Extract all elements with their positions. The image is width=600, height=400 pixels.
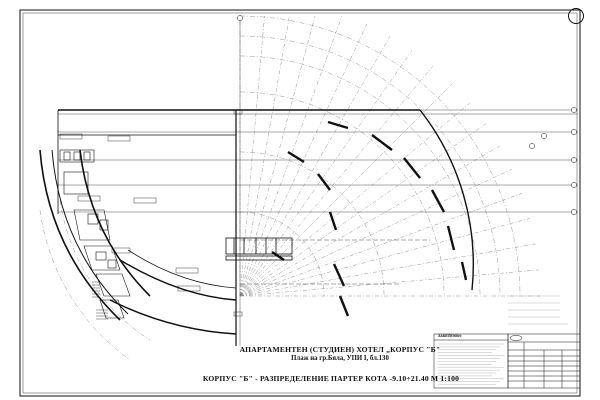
concentric-grid-arcs xyxy=(39,15,521,361)
horizontal-grid-lines xyxy=(58,109,578,285)
radial-grid-line xyxy=(239,15,316,297)
radial-grid-line xyxy=(239,103,470,297)
radial-grid-line xyxy=(239,193,522,297)
stamp-text xyxy=(504,291,584,331)
title-block xyxy=(507,333,581,389)
building-walls xyxy=(39,109,475,335)
notes-text-lines xyxy=(438,343,504,385)
radial-grid-line xyxy=(239,15,290,297)
approval-stamp xyxy=(508,295,568,325)
structural-columns xyxy=(271,120,468,317)
notes-heading: ЗАБЕЛЕЖКИ: xyxy=(438,334,462,338)
radial-grid-line xyxy=(239,145,500,297)
radial-grid-line xyxy=(239,218,530,297)
radial-grid-line xyxy=(239,83,453,297)
central-core-block xyxy=(225,237,293,261)
radial-grid-line xyxy=(239,66,433,297)
radial-grid-line xyxy=(239,123,486,297)
stair-hatching xyxy=(92,281,108,320)
drawing-sheet-title: КОРПУС "Б" - РАЗПРЕДЕЛЕНИЕ ПАРТЕР КОТА -… xyxy=(202,374,460,383)
sheet-border xyxy=(19,9,581,397)
room-tags xyxy=(59,109,243,317)
radial-grid-line xyxy=(239,50,413,297)
grid-axis-markers xyxy=(237,15,577,215)
radial-grid-line xyxy=(239,36,391,297)
drawing-subtitle: Плаж на гр.Бяла, УПИ I, бл.130 xyxy=(291,355,389,362)
radial-grid-line xyxy=(239,243,536,297)
drawing-title: АПАРТАМЕНТЕН (СТУДИЕН) ХОТЕЛ „КОРПУС "Б" xyxy=(239,345,441,354)
radial-grid-line xyxy=(239,168,512,297)
vertical-grid-lines xyxy=(57,20,241,346)
sheet-inner-border xyxy=(22,12,578,394)
west-wing-rooms xyxy=(59,149,131,319)
page-number-badge xyxy=(568,8,584,24)
radial-grid-line xyxy=(239,269,539,297)
